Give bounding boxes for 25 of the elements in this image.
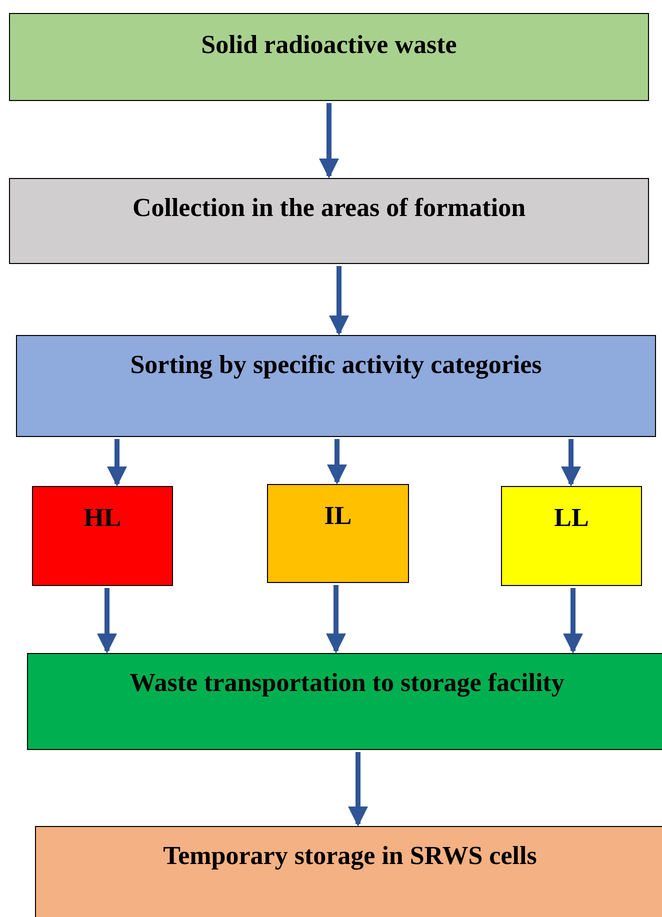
box-label: Waste transportation to storage facility — [128, 668, 566, 698]
process-box — [27, 653, 662, 750]
arrow — [107, 439, 127, 486]
box-label: LL — [553, 503, 590, 533]
process-box — [501, 486, 642, 586]
process-box — [16, 335, 656, 437]
arrow — [561, 439, 581, 486]
arrow — [329, 266, 349, 336]
arrow — [97, 588, 117, 654]
box-label: HL — [82, 503, 122, 533]
process-box — [267, 484, 409, 583]
box-label: IL — [323, 501, 353, 531]
arrow — [326, 585, 346, 654]
arrow — [327, 439, 347, 484]
arrow — [563, 588, 583, 654]
box-label: Solid radioactive waste — [200, 30, 458, 60]
box-label: Sorting by specific activity categories — [129, 350, 543, 380]
process-box — [32, 486, 173, 586]
process-box — [9, 178, 649, 264]
arrow — [319, 103, 339, 178]
arrow — [348, 752, 368, 826]
box-label: Temporary storage in SRWS cells — [162, 841, 538, 871]
process-box — [35, 826, 662, 917]
process-box — [9, 13, 649, 101]
box-label: Collection in the areas of formation — [131, 193, 527, 223]
